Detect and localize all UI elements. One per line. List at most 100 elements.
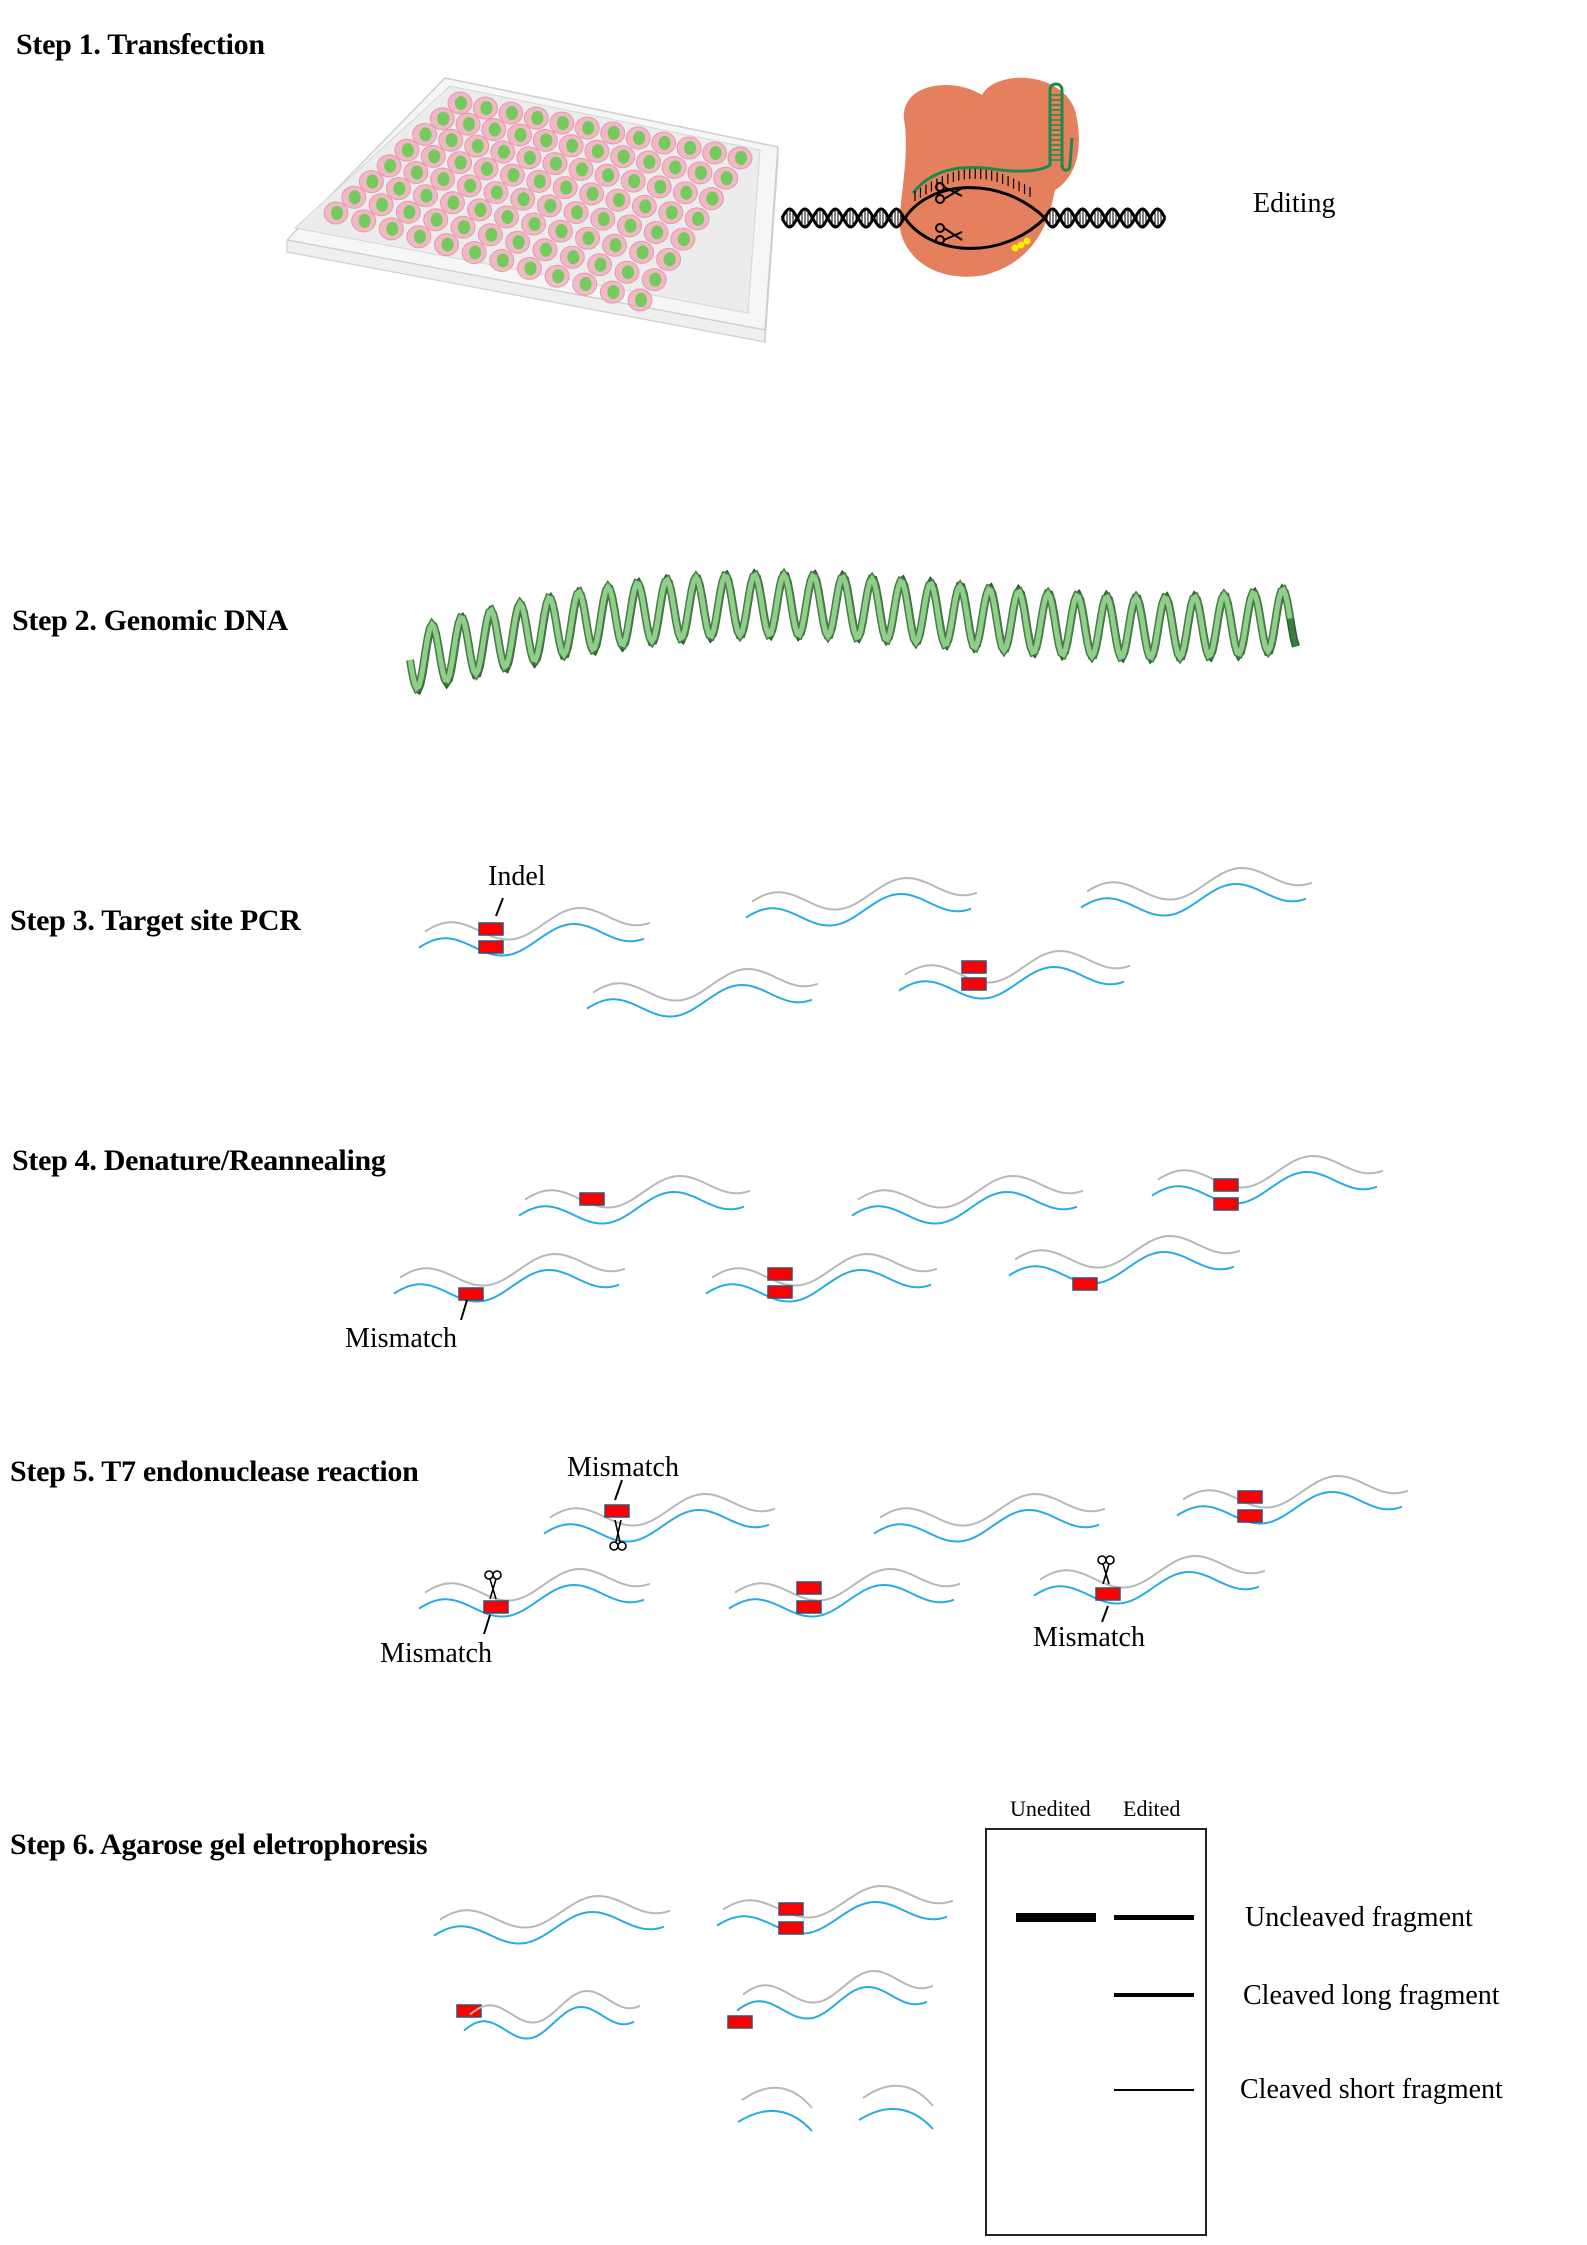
well (483, 181, 509, 205)
well (532, 128, 558, 152)
well-cells (602, 168, 615, 183)
well (526, 169, 552, 193)
well (658, 201, 684, 225)
well-cells (586, 186, 599, 201)
well (461, 241, 487, 265)
well (447, 91, 473, 115)
well (434, 233, 460, 257)
rna-hairpin-rungs (1050, 94, 1062, 161)
strand-top (734, 1567, 961, 1602)
strand-top (469, 1989, 641, 2024)
well (627, 288, 653, 312)
well (605, 188, 631, 212)
well (702, 141, 728, 165)
well-cells (735, 151, 747, 165)
well-cells (469, 245, 482, 260)
well-cells (582, 121, 595, 135)
well (450, 215, 476, 239)
well-cells (501, 209, 514, 224)
well (676, 136, 702, 160)
strand-top (1014, 1234, 1241, 1269)
well (412, 122, 438, 146)
strand-bottom (393, 1268, 620, 1303)
step-3-title: Step 3. Target site PCR (10, 904, 301, 937)
well-cells (636, 245, 649, 260)
guide-rna (911, 82, 1074, 194)
well-cells (624, 218, 637, 233)
well-cells (607, 126, 620, 140)
strand-top (1039, 1554, 1266, 1589)
well-cells (597, 212, 610, 227)
well-cells (441, 237, 454, 252)
strand-bottom (851, 1190, 1078, 1225)
agarose-gel (985, 1828, 1207, 2236)
well (727, 146, 753, 170)
mismatch-mark (1072, 1277, 1098, 1291)
well-cells (633, 131, 646, 145)
well (548, 219, 574, 243)
well-cells (437, 111, 450, 126)
indel-mark (767, 1267, 793, 1281)
strand-bottom (1151, 1170, 1378, 1205)
well (423, 208, 449, 232)
well-plate-body (285, 77, 779, 343)
well-cells (639, 199, 652, 214)
mismatch-mark (579, 1192, 605, 1206)
well (489, 248, 515, 272)
well (505, 230, 531, 254)
strand-top (1182, 1474, 1409, 1509)
well (672, 181, 698, 205)
well (590, 207, 616, 231)
indel-mark (796, 1600, 822, 1614)
well (587, 253, 613, 277)
band-edited-cleaved-long (1114, 1993, 1194, 1997)
dna-duplex (1033, 1554, 1266, 1605)
well (447, 151, 473, 175)
indel-mark (778, 1902, 804, 1916)
well-cells (454, 155, 467, 170)
well-cells (706, 191, 719, 206)
strand-bottom (543, 1508, 770, 1543)
well (420, 144, 446, 168)
well (575, 226, 601, 250)
well (438, 128, 464, 152)
well-cells (665, 205, 678, 220)
strand-top (424, 906, 651, 941)
scissors-icon (609, 1519, 627, 1551)
dna-duplex (418, 906, 651, 957)
well-cells (566, 138, 579, 153)
well-cells (481, 161, 494, 176)
well-cells (669, 160, 682, 175)
well-cells (512, 235, 525, 250)
strand-top (722, 1884, 954, 1919)
well-cells (496, 253, 509, 268)
well-cells (612, 193, 625, 208)
well-cells (609, 238, 622, 253)
well-cells (393, 181, 406, 196)
well (507, 123, 533, 147)
well-cells (654, 179, 667, 194)
well (574, 116, 600, 140)
well (584, 139, 610, 163)
well-cells (474, 202, 487, 217)
strand-top (592, 967, 819, 1002)
indel-mark (796, 1581, 822, 1595)
pointer-line (495, 897, 504, 917)
strand-top (1157, 1154, 1384, 1189)
step-1-title: Step 1. Transfection (16, 28, 265, 61)
step-5-title: Step 5. T7 endonuclease reaction (10, 1455, 419, 1488)
mismatch-label: Mismatch (567, 1452, 679, 1483)
well (631, 194, 657, 218)
well (394, 138, 420, 162)
well-cells (384, 158, 397, 173)
strand-bottom (1008, 1250, 1235, 1285)
dna-duplex (1008, 1234, 1241, 1285)
well (499, 163, 525, 187)
wells-grid (323, 91, 753, 312)
mismatch-mark (483, 1600, 509, 1614)
strand-top (742, 1969, 934, 2004)
lane-label-unedited: Unedited (1010, 1796, 1091, 1821)
strand-bottom (518, 1190, 745, 1225)
well-cells (607, 285, 620, 300)
indel-mark (778, 1921, 804, 1935)
